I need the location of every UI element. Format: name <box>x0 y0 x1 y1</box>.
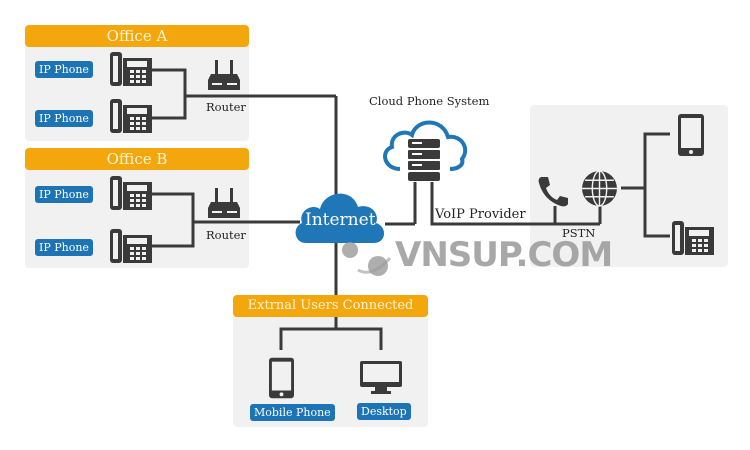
desk-phone-icon <box>110 229 152 263</box>
external-users-header: Extrnal Users Connected <box>233 295 428 317</box>
desk-phone-icon <box>110 52 152 86</box>
office-a-header: Office A <box>25 25 249 47</box>
desk-phone-icon <box>110 99 152 133</box>
cloud-phone-system-label: Cloud Phone System <box>369 94 490 108</box>
office-a-phone-link <box>152 68 187 120</box>
office-b-ip-phone-badge-2: IP Phone <box>35 239 93 256</box>
desktop-monitor-icon <box>360 361 402 394</box>
office-b-phone-link <box>152 192 195 248</box>
office-a-router-label: Router <box>206 100 246 114</box>
office-b-ip-phone-badge-1: IP Phone <box>35 186 93 203</box>
external-devices-link <box>279 327 383 350</box>
router-icon <box>208 188 240 218</box>
cloud-outline-icon <box>383 120 468 171</box>
office-b-header: Office B <box>25 148 249 170</box>
desk-phone-icon <box>672 221 714 255</box>
voip-provider-label: VoIP Provider <box>435 207 526 222</box>
desk-phone-icon <box>110 176 152 210</box>
office-a-ip-phone-badge-1: IP Phone <box>35 61 93 78</box>
mobile-phone-icon <box>269 357 294 399</box>
mobile-phone-icon <box>678 114 704 156</box>
internet-label: Internet <box>305 210 376 230</box>
server-icon <box>408 139 440 181</box>
globe-icon <box>582 170 617 207</box>
watermark-logo-icon <box>342 242 392 276</box>
office-b-router-label: Router <box>206 228 246 242</box>
office-a-ip-phone-badge-2: IP Phone <box>35 110 93 127</box>
pstn-label: PSTN <box>562 226 596 240</box>
watermark-text: VNSUP.COM <box>395 235 613 275</box>
mobile-phone-badge: Mobile Phone <box>250 404 335 421</box>
handset-icon <box>538 177 568 207</box>
pstn-devices-link <box>643 132 670 238</box>
desktop-badge: Desktop <box>357 403 411 420</box>
voip-link <box>430 182 600 226</box>
router-icon <box>208 60 240 90</box>
internet-cloud-icon <box>295 193 385 243</box>
